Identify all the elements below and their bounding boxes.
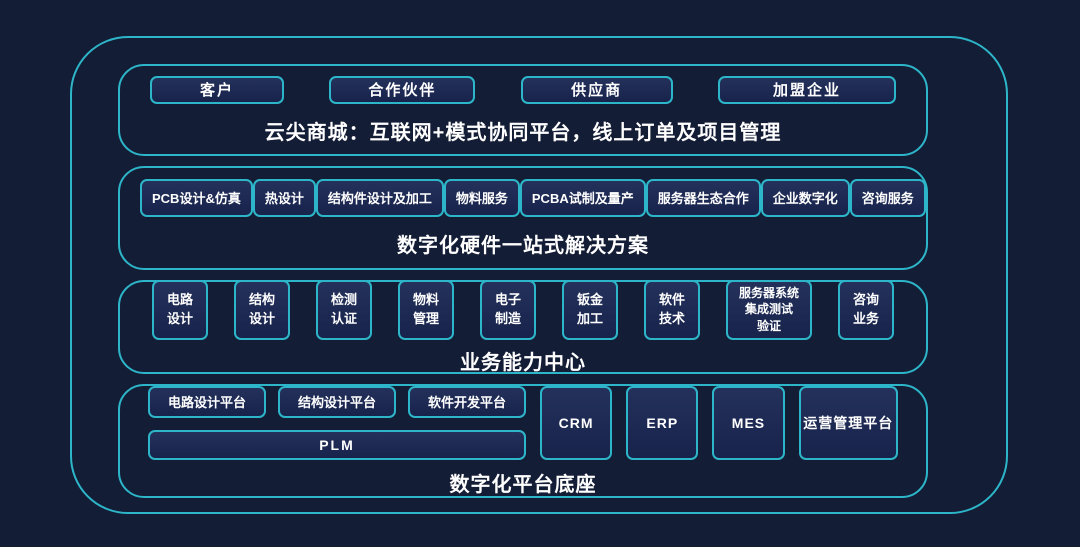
layer-cloud-mall-title: 云尖商城：互联网+模式协同平台，线上订单及项目管理 [264,121,782,144]
capability-boxes-row: 电路设计 结构设计 检测认证 物料管理 电子制造 钣金加工 软件技术 服务器系统… [120,279,926,340]
solution-box-server-eco: 服务器生态合作 [645,178,761,217]
entity-box-franchise: 加盟企业 [717,75,896,104]
platform-left-group: 电路设计平台 结构设计平台 软件开发平台 PLM [148,385,526,460]
solution-box-pcba: PCBA试制及量产 [519,178,646,217]
mall-entities-row: 客户 合作伙伴 供应商 加盟企业 [120,75,926,104]
layer-solution-title: 数字化硬件一站式解决方案 [397,234,649,257]
design-platforms-row: 电路设计平台 结构设计平台 软件开发平台 [148,385,526,418]
capability-box-electronics-mfg: 电子制造 [480,279,536,340]
capability-box-testing-cert: 检测认证 [316,279,372,340]
capability-box-circuit-design: 电路设计 [152,279,208,340]
system-box-mes: MES [712,385,785,460]
capability-box-material-mgmt: 物料管理 [398,279,454,340]
entity-box-supplier: 供应商 [520,75,673,104]
capability-box-server-integration: 服务器系统 集成测试 验证 [726,279,812,340]
platform-content-row: 电路设计平台 结构设计平台 软件开发平台 PLM CRM ERP MES 运营管… [120,385,926,460]
platform-right-group: CRM ERP MES 运营管理平台 [540,385,899,460]
solution-box-materials: 物料服务 [443,178,520,217]
platform-box-structural-design: 结构设计平台 [278,385,396,418]
system-box-crm: CRM [540,385,613,460]
platform-box-software-dev: 软件开发平台 [408,385,526,418]
capability-box-sheet-metal: 钣金加工 [562,279,618,340]
platform-box-circuit-design: 电路设计平台 [148,385,266,418]
capability-box-structural-design: 结构设计 [234,279,290,340]
layer-capability-center: 电路设计 结构设计 检测认证 物料管理 电子制造 钣金加工 软件技术 服务器系统… [118,279,928,374]
layer-capability-title: 业务能力中心 [460,351,586,374]
platform-box-plm: PLM [148,429,526,460]
entity-box-customer: 客户 [150,75,284,104]
solution-boxes-row: PCB设计&仿真 热设计 结构件设计及加工 物料服务 PCBA试制及量产 服务器… [120,178,926,217]
capability-box-software-tech: 软件技术 [644,279,700,340]
solution-box-consulting: 咨询服务 [849,178,926,217]
layer-solution: PCB设计&仿真 热设计 结构件设计及加工 物料服务 PCBA试制及量产 服务器… [118,166,928,270]
solution-box-structural: 结构件设计及加工 [315,178,444,217]
layer-platform-base: 电路设计平台 结构设计平台 软件开发平台 PLM CRM ERP MES 运营管… [118,384,928,498]
solution-box-pcb-design: PCB设计&仿真 [140,178,253,217]
layer-cloud-mall: 客户 合作伙伴 供应商 加盟企业 云尖商城：互联网+模式协同平台，线上订单及项目… [118,64,928,156]
layer-platform-title: 数字化平台底座 [449,473,597,496]
solution-box-digitalization: 企业数字化 [760,178,850,217]
system-box-operations-mgmt: 运营管理平台 [798,385,899,460]
capability-box-consulting-biz: 咨询业务 [838,279,894,340]
entity-box-partner: 合作伙伴 [329,75,476,104]
system-box-erp: ERP [626,385,699,460]
outer-frame: 客户 合作伙伴 供应商 加盟企业 云尖商城：互联网+模式协同平台，线上订单及项目… [70,36,1008,514]
solution-box-thermal-design: 热设计 [252,178,316,217]
